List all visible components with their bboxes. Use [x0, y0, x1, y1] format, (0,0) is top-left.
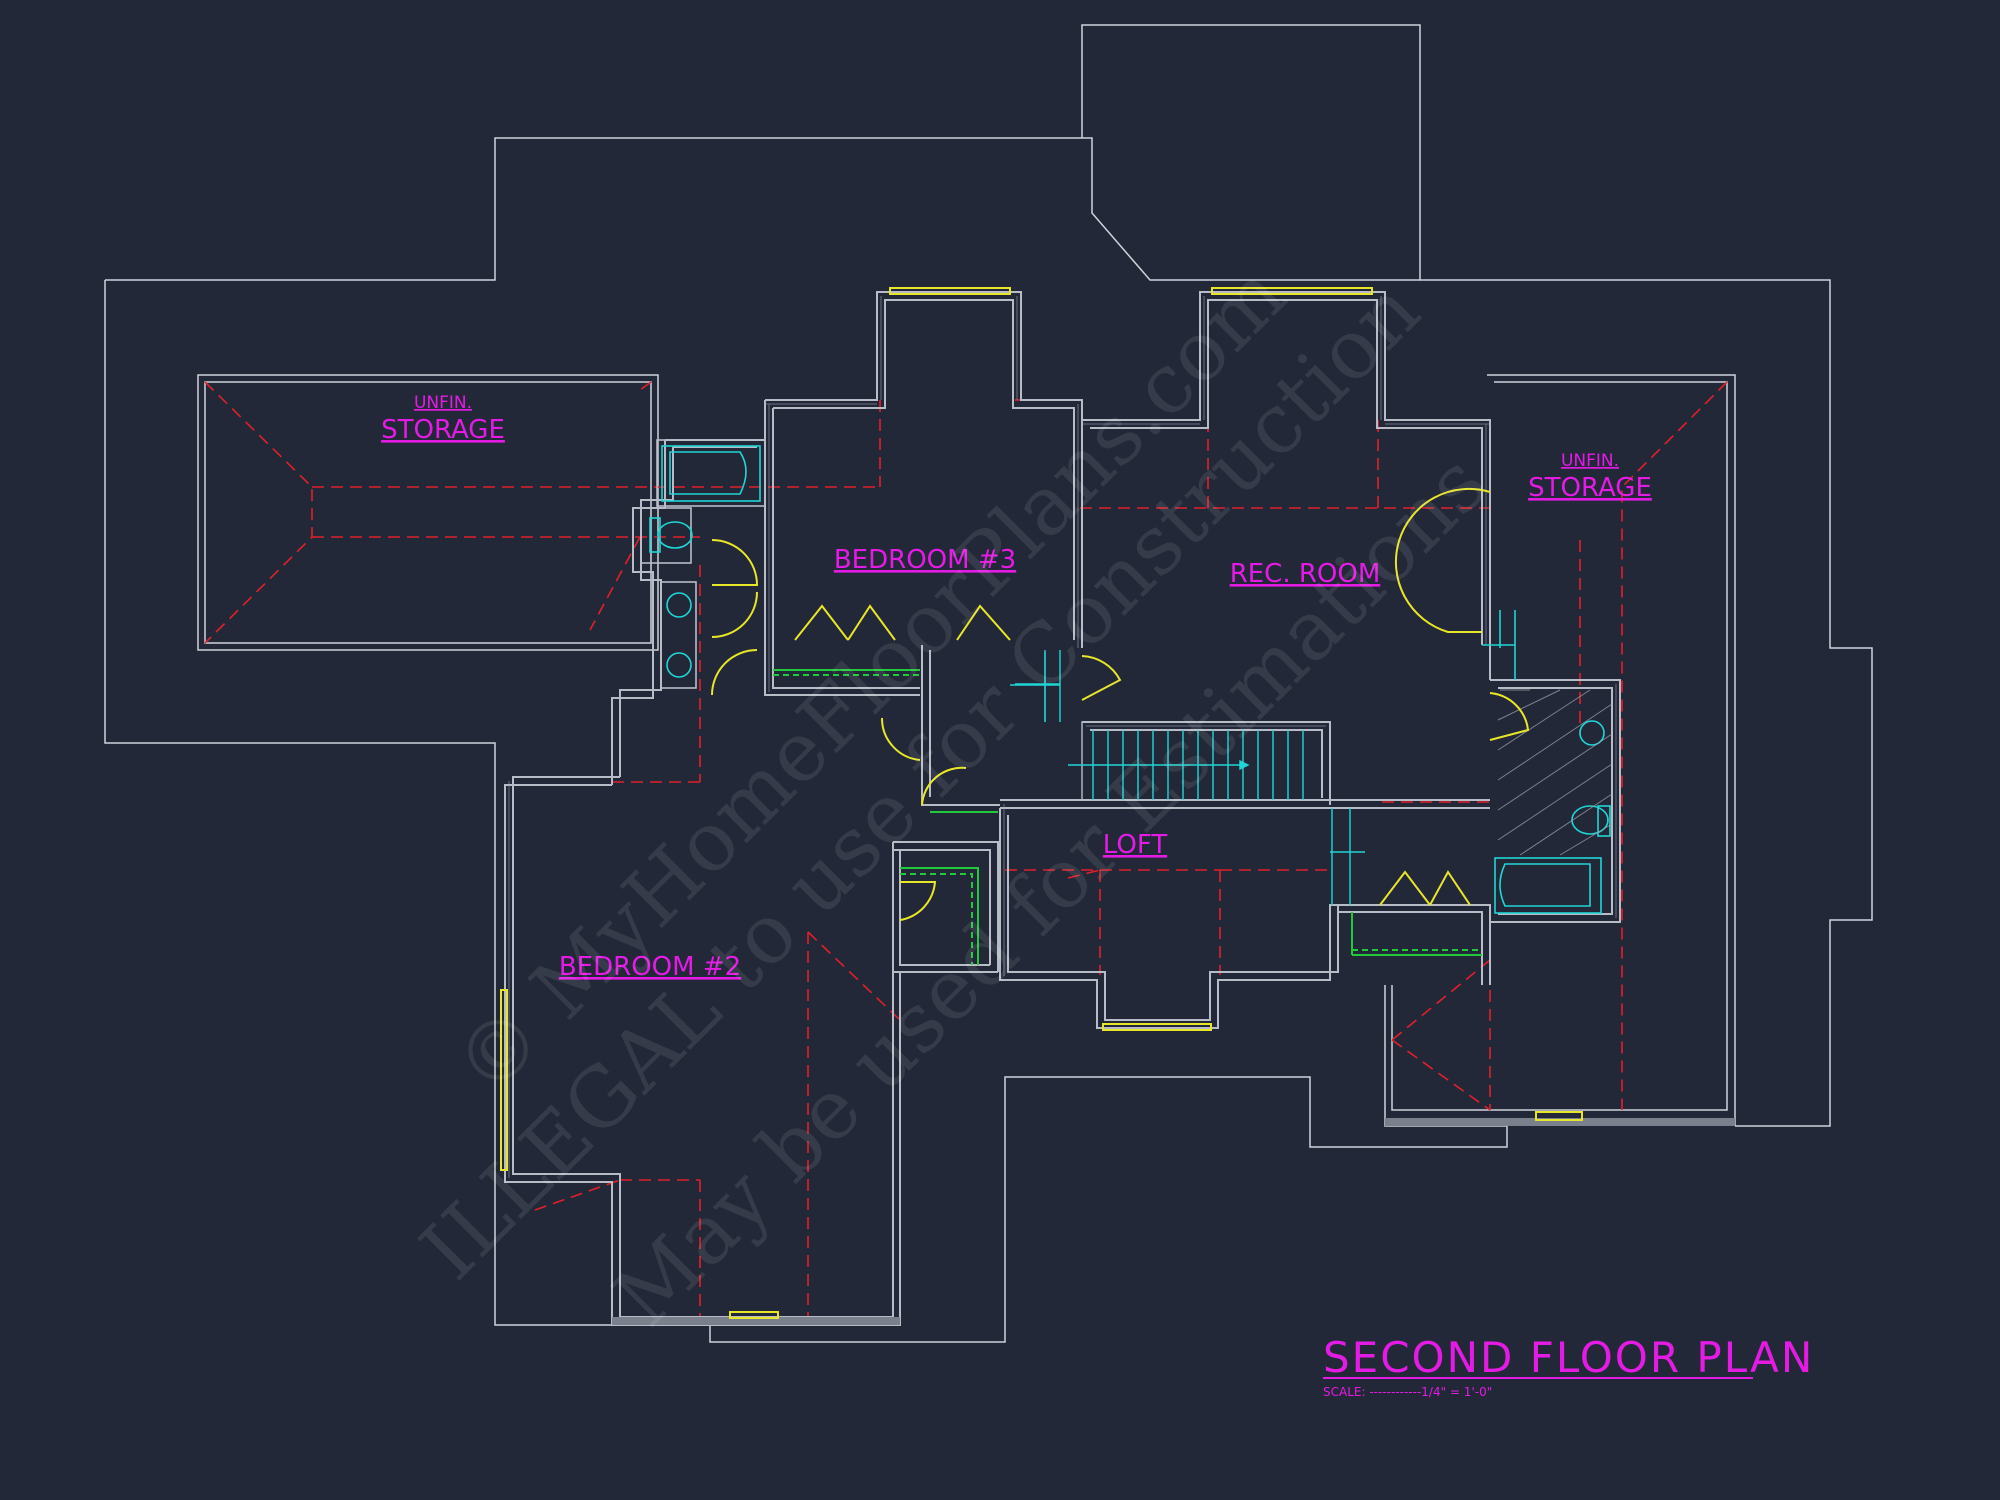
label-unfin-storage-left-top: UNFIN.: [414, 393, 472, 413]
plan-title: SECOND FLOOR PLAN: [1323, 1333, 1814, 1382]
plan-scale: SCALE: ------------1/4" = 1'-0": [1323, 1385, 1492, 1399]
watermark-line-1: © MyHomeFloorPlans.com: [437, 247, 1304, 1114]
watermark-line-3: May be used for Estimations: [596, 436, 1505, 1345]
shower-hatch: [1497, 689, 1613, 856]
watermark-line-2: ILLEGAL to use for Construction: [403, 263, 1438, 1298]
room-labels: UNFIN. STORAGE UNFIN. STORAGE BEDROOM #3…: [381, 393, 1652, 982]
watermark: © MyHomeFloorPlans.com ILLEGAL to use fo…: [403, 247, 1505, 1345]
walls: [504, 291, 1621, 1326]
doors: [711, 487, 1530, 921]
label-bedroom-2: BEDROOM #2: [559, 952, 741, 982]
label-bedroom-3: BEDROOM #3: [834, 545, 1016, 575]
label-storage-right: STORAGE: [1528, 473, 1652, 503]
exterior-hatch: [612, 1118, 1735, 1325]
windows: [500, 287, 1583, 1319]
title-block: SECOND FLOOR PLAN SCALE: ------------1/4…: [1323, 1333, 1814, 1399]
hall-details: [1015, 652, 1060, 722]
bath-fixtures: [640, 439, 1611, 914]
label-rec-room: REC. ROOM: [1230, 559, 1381, 589]
closet-shelving: [773, 669, 1482, 965]
label-loft: LOFT: [1103, 830, 1168, 860]
label-unfin-storage-right-top: UNFIN.: [1561, 451, 1619, 471]
label-storage-left: STORAGE: [381, 415, 505, 445]
roof-outline: [104, 24, 1873, 1343]
